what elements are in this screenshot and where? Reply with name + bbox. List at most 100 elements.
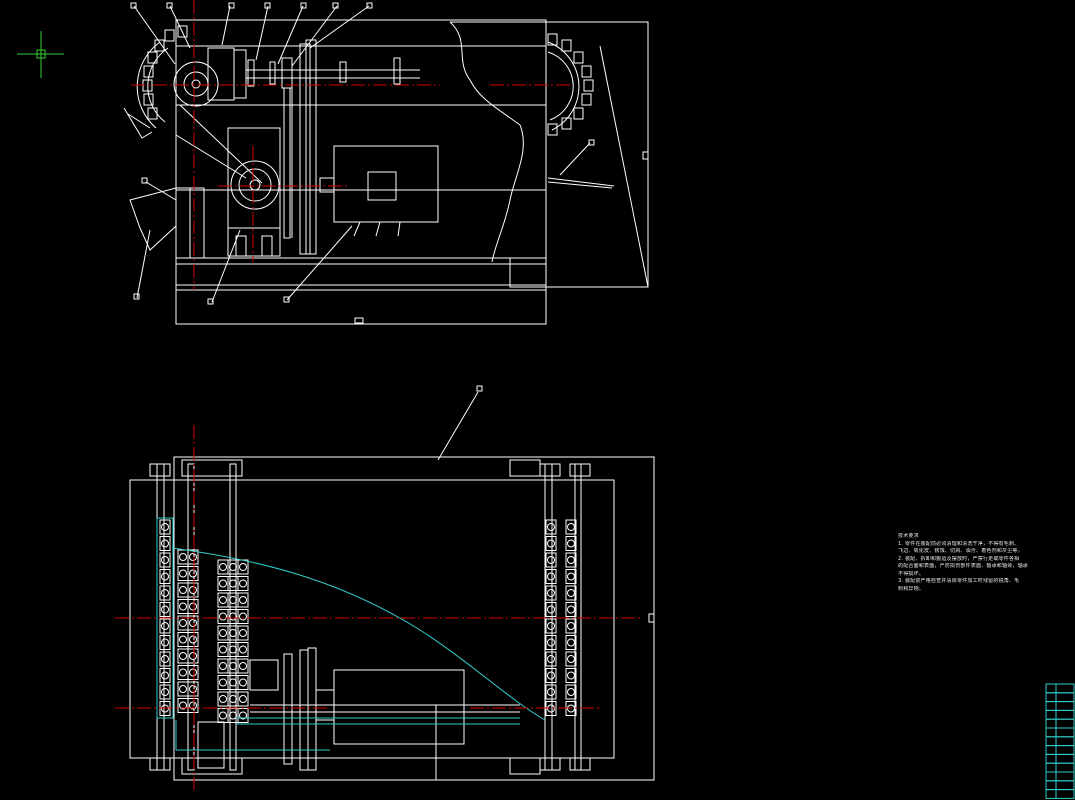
- crosshair-cursor-icon: [17, 31, 64, 78]
- bucket-cell-ring: [567, 556, 575, 564]
- bucket-cell-ring: [567, 605, 575, 614]
- bucket-cell: [159, 585, 171, 601]
- bucket-cell-ring: [219, 596, 227, 604]
- bucket-cell: [237, 675, 249, 690]
- bucket-cell-ring: [189, 619, 197, 627]
- bucket-cell-ring: [229, 645, 237, 654]
- bucket-cell-ring: [567, 523, 575, 531]
- bucket-cell-ring: [229, 596, 237, 604]
- bucket-cell: [187, 582, 199, 598]
- bucket-cell: [545, 569, 557, 584]
- title-block-cell: [1055, 753, 1075, 764]
- bucket-cell: [159, 519, 171, 535]
- bucket-cell: [545, 536, 557, 551]
- bucket-cell-ring: [179, 619, 187, 627]
- bucket-cell-ring: [189, 586, 197, 594]
- bucket-cell: [237, 609, 249, 624]
- bucket-cell-ring: [567, 638, 575, 647]
- bucket-cell-ring: [239, 563, 247, 571]
- bucket-cell-ring: [219, 645, 227, 654]
- bucket-cell: [159, 618, 171, 634]
- bucket-cell-ring: [189, 569, 197, 578]
- bucket-cell-ring: [567, 655, 575, 663]
- bucket-cell-ring: [547, 688, 555, 696]
- bucket-cell-ring: [229, 563, 237, 571]
- title-block-cell: [1045, 780, 1057, 791]
- bucket-cell-ring: [189, 668, 197, 677]
- bucket-cell-ring: [189, 652, 197, 660]
- right-bucket-teeth: [547, 33, 594, 136]
- title-block-cell: [1045, 718, 1057, 729]
- title-block-cell: [1055, 771, 1075, 782]
- bucket-cell-ring: [547, 589, 555, 597]
- requirement-line: 不得损坏。: [898, 570, 925, 577]
- bucket-cell-ring: [567, 671, 575, 680]
- title-block-cell: [1055, 736, 1075, 747]
- bucket-cell: [545, 552, 557, 568]
- bucket-cell-ring: [161, 539, 169, 548]
- bucket-cell-ring: [179, 652, 187, 660]
- bucket-cell: [545, 651, 557, 667]
- bucket-cell: [159, 602, 171, 617]
- bucket-cell-ring: [567, 572, 575, 581]
- bucket-cell-ring: [547, 622, 555, 630]
- bucket-cell-ring: [239, 662, 247, 670]
- bucket-cell-ring: [229, 662, 237, 670]
- bucket-cell: [565, 635, 577, 650]
- bucket-cell-ring: [239, 596, 247, 604]
- bucket-cell-ring: [161, 688, 169, 696]
- bucket-cell: [545, 602, 557, 617]
- bucket-cell-ring: [189, 635, 197, 644]
- bucket-cell-ring: [179, 668, 187, 677]
- title-block-cell: [1045, 736, 1057, 747]
- bucket-cell-ring: [229, 612, 237, 621]
- bucket-cell: [159, 569, 171, 584]
- bucket-cell: [237, 592, 249, 608]
- bucket-cell: [565, 585, 577, 601]
- bucket-cell-ring: [547, 605, 555, 614]
- bucket-cell: [545, 635, 557, 650]
- title-block-cell: [1045, 727, 1057, 738]
- bucket-cell-ring: [189, 685, 197, 693]
- title-block-cell: [1055, 780, 1075, 791]
- bucket-cell-ring: [239, 645, 247, 654]
- bucket-cell-ring: [161, 523, 169, 531]
- bucket-cell-ring: [161, 572, 169, 581]
- requirement-line: 的配合面和表面，严防损伤部件表面、轴承和轴颈，轴承: [898, 563, 1029, 569]
- title-block-cell: [1055, 762, 1075, 773]
- bucket-cell: [545, 684, 557, 700]
- bucket-cell-ring: [161, 622, 169, 630]
- bucket-cell-ring: [189, 701, 197, 710]
- requirement-line: 1. 零件在装配前必须清理和清洗干净，不得有毛刺、: [898, 540, 1020, 547]
- bucket-cell-ring: [179, 586, 187, 594]
- title-block-cell: [1045, 762, 1057, 773]
- title-block-cell: [1045, 683, 1057, 694]
- bucket-cell-ring: [179, 569, 187, 578]
- bucket-cell-ring: [229, 695, 237, 703]
- title-block-cell: [1055, 789, 1075, 799]
- bucket-cell-ring: [239, 678, 247, 687]
- bucket-cell-ring: [547, 523, 555, 531]
- bucket-cell-ring: [219, 612, 227, 621]
- bucket-cell-ring: [161, 638, 169, 647]
- bucket-cell: [565, 651, 577, 667]
- bucket-cell-ring: [567, 622, 575, 630]
- title-block-cell: [1045, 701, 1057, 711]
- bucket-cell-ring: [179, 553, 187, 561]
- bucket-cell: [187, 665, 199, 680]
- bucket-cell-ring: [239, 711, 247, 720]
- bucket-cell-ring: [219, 711, 227, 720]
- requirement-line: 刺和异物。: [898, 585, 925, 592]
- bucket-cell-ring: [547, 671, 555, 680]
- bucket-cell: [545, 668, 557, 683]
- bucket-cell: [565, 602, 577, 617]
- bucket-cell-ring: [229, 678, 237, 687]
- bucket-cell-ring: [547, 539, 555, 548]
- top-view: [129, 385, 655, 781]
- title-block-cell: [1045, 709, 1057, 720]
- left-bucket-chains: [159, 519, 249, 723]
- bucket-cell-ring: [189, 553, 197, 561]
- top-view-centerlines: [115, 425, 640, 790]
- bucket-cell: [237, 658, 249, 674]
